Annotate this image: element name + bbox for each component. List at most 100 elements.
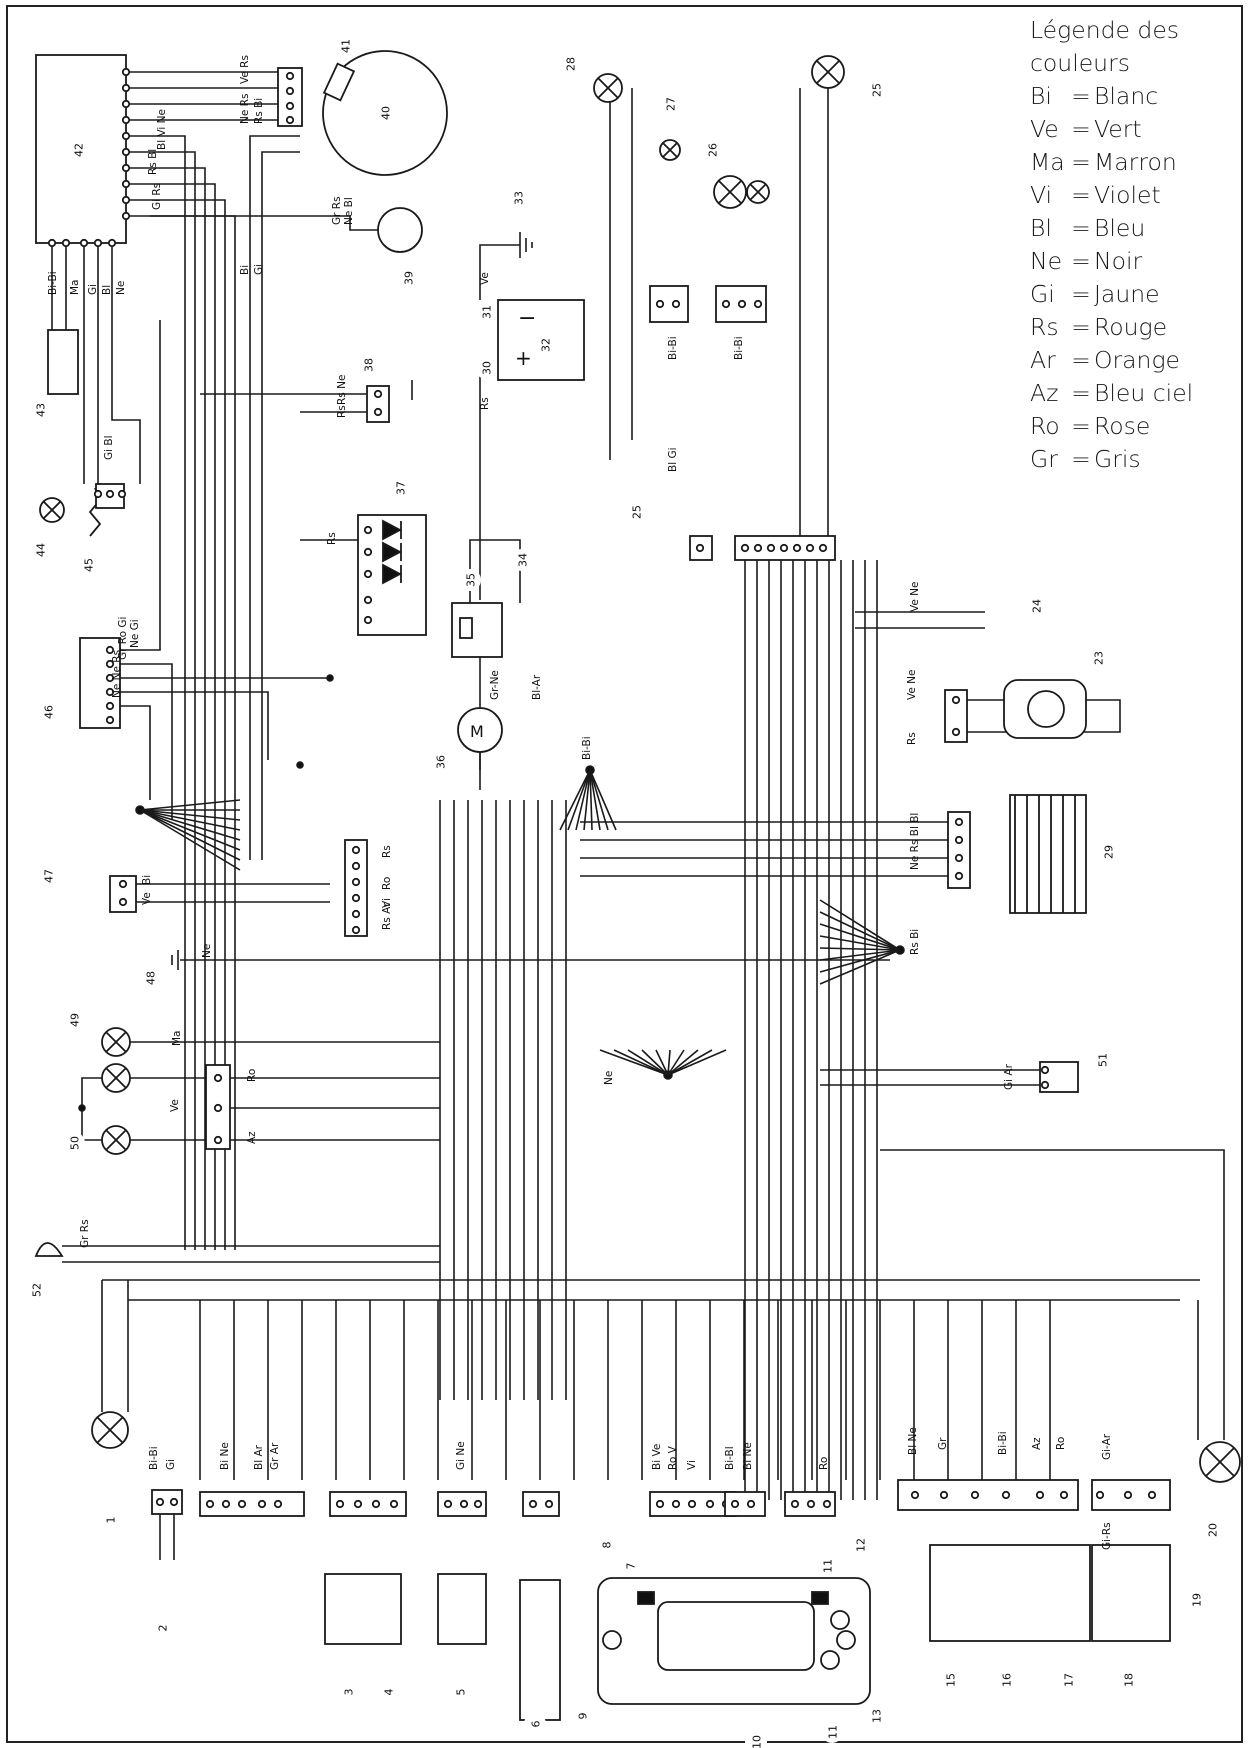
connector-pin: [954, 817, 964, 827]
legend-equals: =: [1071, 445, 1091, 473]
fuse-38: [366, 385, 390, 423]
connector-block-main: [344, 839, 368, 937]
indicator-lamp: [836, 1630, 856, 1650]
connector-pin: [1040, 1065, 1050, 1075]
connector-pin: [47, 238, 57, 248]
connector-pin: [105, 673, 115, 683]
wire: [589, 769, 601, 831]
connector-pin: [121, 131, 131, 141]
connector-pin: [351, 893, 361, 903]
wire: [249, 135, 300, 860]
connector-pin: [205, 1499, 215, 1509]
component-number: 7: [625, 1563, 638, 1570]
component-number-badge: [63, 1132, 85, 1154]
connector-pin: [273, 1499, 283, 1509]
wire-color-label: Bi Ve: [651, 1444, 663, 1470]
component-number-badge: [939, 1669, 961, 1691]
component-number: 43: [35, 403, 48, 417]
wire: [589, 769, 593, 831]
component-number: 5: [455, 1689, 468, 1696]
connector-pin: [970, 1490, 980, 1500]
wire: [126, 135, 186, 1250]
component-number: 40: [380, 106, 393, 120]
wire: [479, 244, 520, 300]
lcd-display: [657, 1601, 815, 1671]
component-number: 17: [1063, 1673, 1076, 1687]
wire: [589, 769, 609, 831]
wire-color-label: Ro V: [667, 1445, 679, 1470]
connector-pin: [121, 179, 131, 189]
connector-pin: [373, 389, 383, 399]
connector-pin: [213, 1073, 223, 1083]
legend-color-name: Bleu: [1094, 214, 1146, 242]
legend-item: Gi=Jaune: [1030, 278, 1240, 311]
component-number: 3: [343, 1689, 356, 1696]
lamp-cross: [105, 1031, 127, 1053]
wire: [139, 809, 241, 871]
component-number: 2: [157, 1625, 170, 1632]
connector-pin: [121, 83, 131, 93]
wire-color-label: Ne: [201, 944, 213, 958]
legend-code: Rs: [1030, 313, 1059, 341]
connector-pin: [746, 1499, 756, 1509]
wire-color-label: Ne Gi: [129, 619, 141, 648]
connector-pin: [753, 543, 763, 553]
component-number-badge: [377, 1681, 399, 1703]
component-number: 6: [530, 1721, 543, 1728]
wire: [126, 183, 216, 1250]
wire: [583, 769, 591, 831]
component-number-badge: [151, 1617, 173, 1639]
wire: [819, 911, 901, 951]
connector-pin: [105, 489, 115, 499]
component-number-badge: [475, 301, 497, 323]
legend-item: Rs=Rouge: [1030, 311, 1240, 344]
wire-color-label: Ne Rs Bl Bl: [909, 813, 921, 870]
connector-pin: [93, 489, 103, 499]
legend-equals: =: [1071, 115, 1091, 143]
lamp-cross: [105, 1067, 127, 1089]
component-number: 51: [1097, 1053, 1110, 1067]
connector-pin: [285, 101, 295, 111]
battery-plus: +: [515, 346, 532, 370]
component-number-badge: [357, 354, 379, 376]
connector-46: [79, 637, 121, 729]
wire-color-label: Bl-Ar: [531, 674, 543, 700]
wire-color-label: Rs Bi: [909, 929, 921, 955]
wire-color-label: Gr Rs: [331, 196, 343, 225]
connector-pin: [1123, 1490, 1133, 1500]
legend-color-name: Orange: [1094, 346, 1181, 374]
wire: [819, 923, 901, 951]
connector-pin: [79, 238, 89, 248]
component-number: 45: [83, 558, 96, 572]
wire: [139, 809, 241, 831]
wire-color-label: Bi-Bi: [733, 336, 745, 360]
component-number-badge: [1025, 595, 1047, 617]
wire-color-label: Ro: [381, 877, 393, 890]
wire: [120, 705, 151, 800]
wire-color-label: Vi: [686, 1460, 698, 1470]
connector-pin: [105, 659, 115, 669]
connector-pin: [822, 1499, 832, 1509]
wire: [126, 167, 206, 1250]
component-number: 46: [43, 705, 56, 719]
component-number: 16: [1001, 1673, 1014, 1687]
legend-equals: =: [1071, 181, 1091, 209]
wire: [667, 1049, 671, 1076]
connector-pin: [169, 1497, 179, 1507]
component-number: 13: [871, 1709, 884, 1723]
wire-color-label: Gi Rs: [151, 183, 163, 210]
component-number: 18: [1123, 1673, 1136, 1687]
component-number: 36: [435, 755, 448, 769]
wire-color-label: Bi: [141, 875, 153, 885]
connector-pin: [155, 1497, 165, 1507]
component-number: 47: [43, 869, 56, 883]
connector-pin: [1035, 1490, 1045, 1500]
connector-pin: [237, 1499, 247, 1509]
connector-pin: [939, 1490, 949, 1500]
wire-color-label: Bl Gi: [667, 447, 679, 472]
wire-color-label: Ve Ne: [906, 670, 918, 700]
component-number-badge: [63, 1009, 85, 1031]
wire: [120, 320, 161, 651]
wire: [819, 949, 901, 973]
legend-code: Ar: [1030, 346, 1056, 374]
